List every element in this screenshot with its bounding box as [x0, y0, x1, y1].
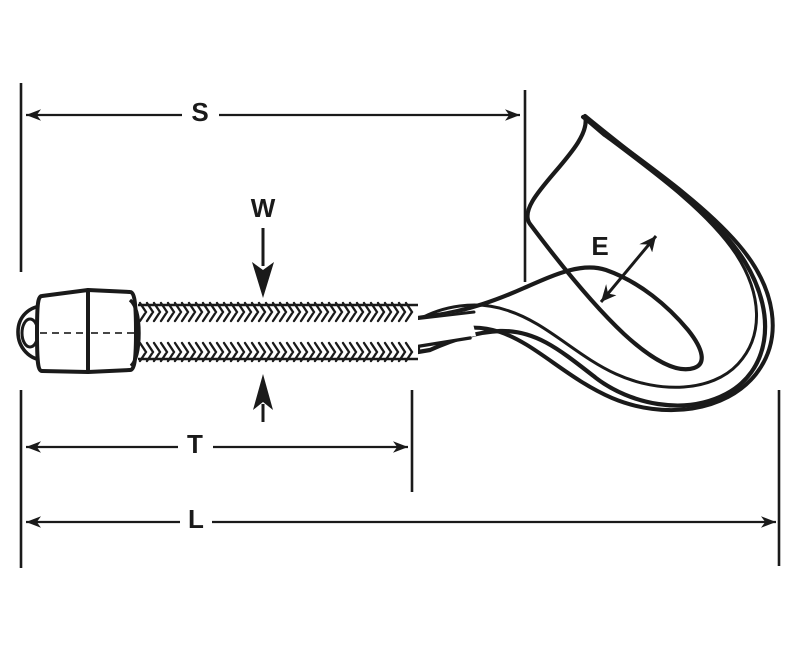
dimension-w: W	[251, 193, 276, 422]
hook-outer-edge	[416, 115, 775, 413]
dimension-label-s: S	[191, 97, 208, 127]
dimension-t: T	[19, 390, 414, 492]
hook-tip-face	[581, 115, 606, 137]
dimension-label-t: T	[187, 429, 203, 459]
thread-teeth	[138, 301, 414, 363]
e-double-arrow	[599, 235, 658, 303]
hook-loop-body	[415, 113, 768, 408]
head-facet-right	[86, 288, 138, 374]
hook-inner-edge	[416, 133, 758, 389]
dimension-label-e: E	[591, 231, 608, 261]
dimension-e: E	[591, 231, 658, 303]
shank-top-edge	[412, 310, 476, 321]
dimension-label-w: W	[251, 193, 276, 223]
head-facet-left	[35, 288, 90, 374]
dimension-label-l: L	[188, 504, 204, 534]
dimension-s: S	[19, 83, 527, 282]
shank-bottom-edge	[412, 336, 472, 349]
hook-bolt-drawing	[16, 113, 775, 413]
w-upper-arrowhead	[252, 262, 274, 298]
smooth-shank	[414, 311, 476, 346]
w-lower-arrowhead	[253, 374, 273, 410]
dimension-l: L	[19, 390, 781, 568]
head-thread-shoulder	[128, 298, 141, 368]
